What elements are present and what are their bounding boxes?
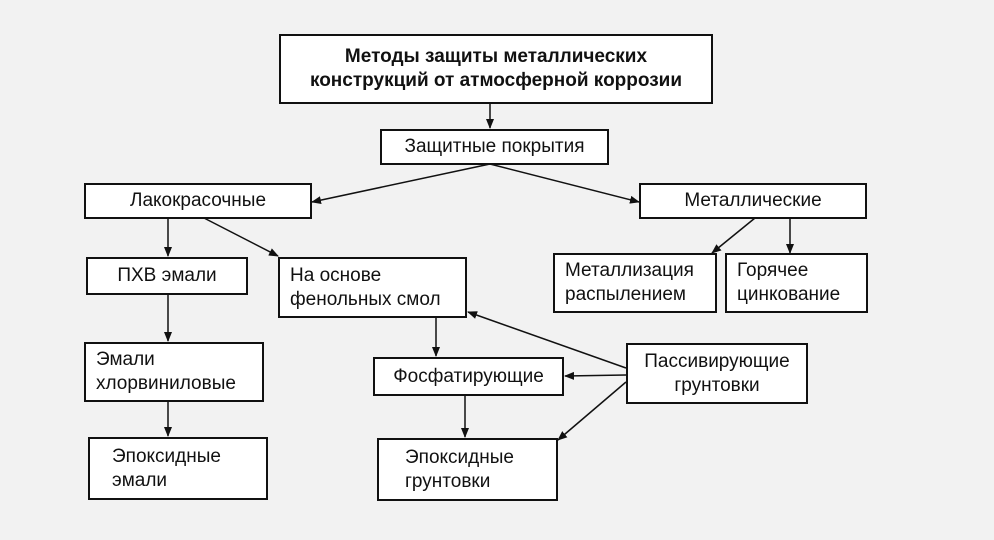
metallic-label: Металлические [684, 190, 822, 211]
chlorovinyl-enamels-label: Эмали хлорвиниловые [96, 349, 236, 394]
hot-galvanizing-box: Горячее цинкование [725, 253, 868, 313]
arrow-paint-to-phenolic [203, 217, 279, 257]
metallization-label: Металлизация распылением [565, 260, 694, 305]
arrow-passivating-to-phosphating [564, 371, 627, 380]
phosphating-label: Фосфатирующие [393, 365, 544, 387]
pvc-enamels-label: ПХВ эмали [117, 265, 217, 286]
arrow-metallic-to-metallization [711, 217, 756, 254]
paint-coatings-label: Лакокрасочные [129, 190, 267, 211]
arrow-coatings-to-metallic [489, 163, 640, 204]
protective-coatings-label: Защитные покрытия [404, 136, 585, 157]
passivating-primers-box: Пассивирующие грунтовки [626, 343, 808, 404]
phenolic-resins-box: На основе фенольных смол [278, 257, 467, 318]
phenolic-resins-label: На основе фенольных смол [290, 264, 441, 310]
hot-galvanizing-label: Горячее цинкование [737, 260, 841, 305]
paint-coatings-box: Лакокрасочные [84, 183, 312, 219]
epoxy-primers-label: Эпоксидные грунтовки [405, 446, 514, 492]
phosphating-box: Фосфатирующие [373, 357, 564, 396]
arrow-passivating-to-epoxy-primers [557, 381, 627, 441]
title-box: Методы защиты металлических конструкций … [279, 34, 713, 104]
epoxy-enamels-box: Эпоксидные эмали [88, 437, 268, 500]
metallization-box: Металлизация распылением [553, 253, 717, 313]
epoxy-primers-box: Эпоксидные грунтовки [377, 438, 558, 501]
title-text: Методы защиты металлических конструкций … [309, 46, 683, 91]
chlorovinyl-enamels-box: Эмали хлорвиниловые [84, 342, 264, 402]
metallic-box: Металлические [639, 183, 867, 219]
epoxy-enamels-label: Эпоксидные эмали [112, 445, 221, 491]
protective-coatings-box: Защитные покрытия [380, 129, 609, 165]
pvc-enamels-box: ПХВ эмали [86, 257, 248, 295]
passivating-primers-label: Пассивирующие грунтовки [644, 350, 790, 396]
arrow-passivating-to-phenolic [467, 311, 627, 369]
arrow-coatings-to-paint [311, 163, 491, 205]
